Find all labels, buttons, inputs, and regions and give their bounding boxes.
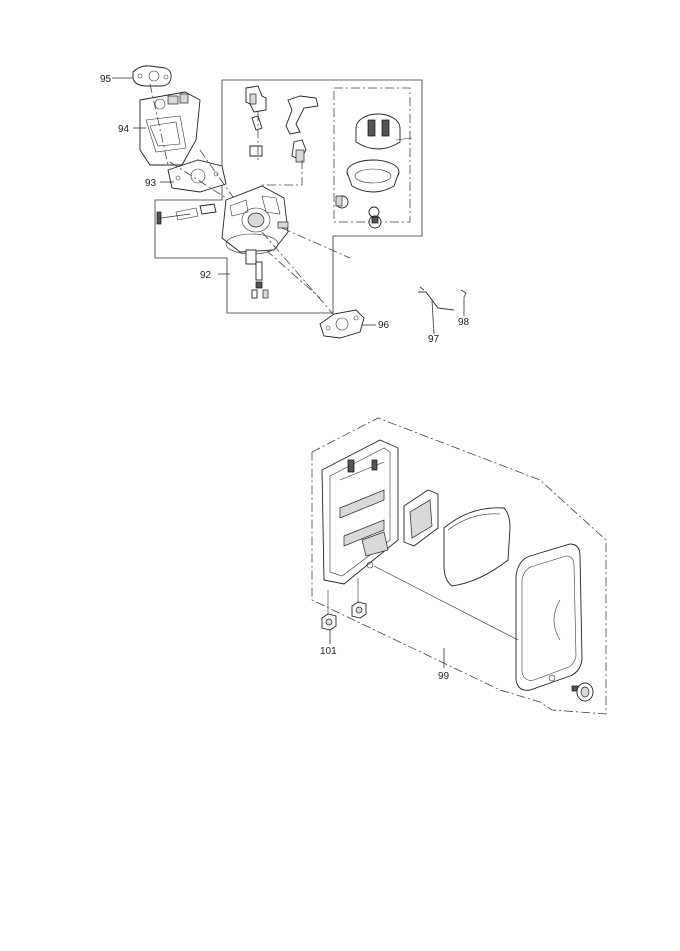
callout-101: 101 — [320, 646, 337, 657]
part-95-gasket[interactable] — [132, 65, 172, 87]
carburetor-group — [112, 65, 467, 339]
filter-gasket[interactable] — [403, 489, 439, 547]
callout-95: 95 — [100, 74, 112, 85]
carburetor-body[interactable] — [221, 185, 289, 265]
callout-97: 97 — [428, 334, 440, 345]
foam-filter-element[interactable] — [443, 507, 511, 587]
callout-96: 96 — [378, 320, 390, 331]
cover-knob[interactable] — [571, 682, 594, 702]
callout-92: 92 — [200, 270, 212, 281]
float-bowl-frame — [333, 87, 411, 223]
float-bowl-assembly — [335, 113, 413, 229]
part-98-clip[interactable] — [460, 289, 467, 298]
callout-94: 94 — [118, 124, 130, 135]
part-94-insulator[interactable] — [139, 91, 201, 166]
carburetor-group-frame — [154, 79, 423, 314]
air-cleaner-group — [311, 417, 607, 715]
mixture-screw — [156, 203, 217, 225]
callout-93: 93 — [145, 178, 157, 189]
part-101-nuts[interactable] — [321, 601, 367, 631]
air-cleaner-frame — [311, 417, 607, 715]
air-filter-housing[interactable] — [321, 439, 399, 585]
part-97-hose[interactable] — [418, 286, 455, 311]
part-93-gasket[interactable] — [167, 159, 227, 193]
linkage-parts — [245, 85, 319, 163]
air-filter-cover[interactable] — [515, 543, 583, 691]
main-jet-parts — [251, 261, 269, 299]
callout-99: 99 — [438, 671, 450, 682]
callout-98: 98 — [458, 317, 470, 328]
part-96-gasket[interactable] — [319, 309, 365, 339]
